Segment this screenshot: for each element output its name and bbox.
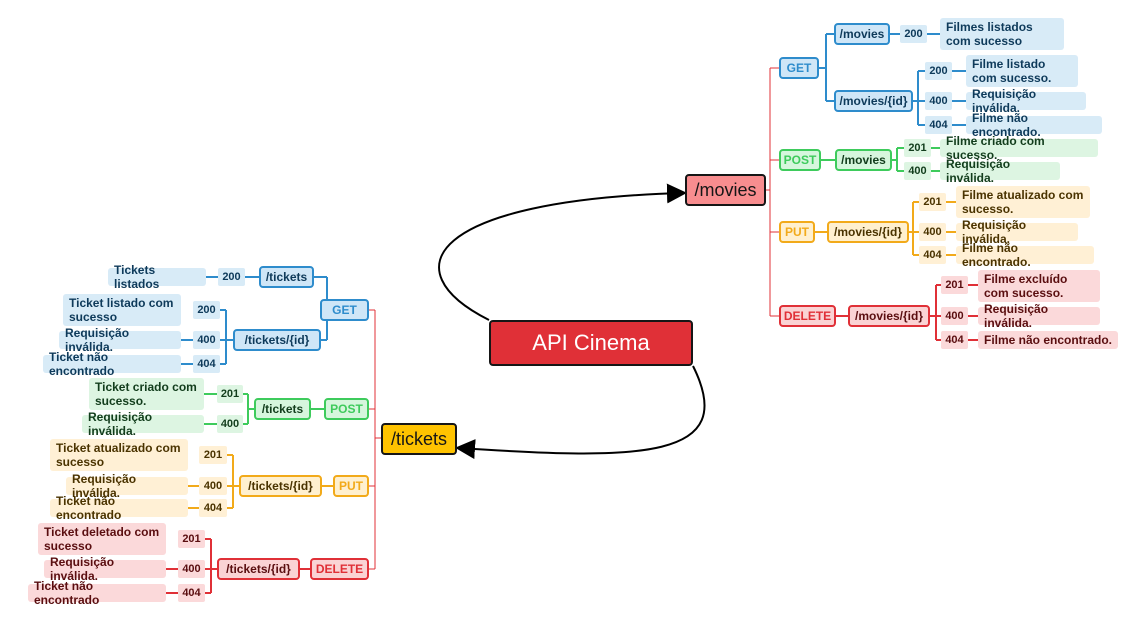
tickets-put-response-404: Ticket não encontrado [50, 494, 188, 522]
movies-put-path[interactable]: /movies/{id} [827, 221, 909, 243]
movies-delete-code-404: 404 [941, 331, 968, 349]
tickets-get-byid-code-404: 404 [193, 355, 220, 373]
root-node-api-cinema[interactable]: API Cinema [489, 320, 693, 366]
tickets-get-list-response: Tickets listados [108, 263, 206, 291]
tickets-post-code-400: 400 [217, 415, 243, 433]
movies-get-byid-response-200: Filme listado com sucesso. [966, 55, 1078, 87]
tickets-put-code-400: 400 [199, 477, 227, 495]
tickets-post-code-201: 201 [217, 385, 243, 403]
tickets-get-list-path[interactable]: /tickets [259, 266, 314, 288]
movies-put-code-400: 400 [919, 223, 946, 241]
movies-delete-response-400: Requisição inválida. [978, 302, 1100, 330]
tickets-delete-method[interactable]: DELETE [310, 558, 369, 580]
tickets-post-response-201: Ticket criado com sucesso. [89, 378, 204, 410]
movies-post-code-400: 400 [904, 162, 931, 180]
tickets-delete-code-201: 201 [178, 530, 205, 548]
movies-delete-method[interactable]: DELETE [779, 305, 836, 327]
tickets-delete-code-404: 404 [178, 584, 205, 602]
movies-get-method[interactable]: GET [779, 57, 819, 79]
movies-delete-path[interactable]: /movies/{id} [848, 305, 930, 327]
tickets-delete-path[interactable]: /tickets/{id} [217, 558, 300, 580]
movies-delete-response-201: Filme excluído com sucesso. [978, 270, 1100, 302]
tickets-put-response-201: Ticket atualizado com sucesso [50, 439, 188, 471]
tickets-get-byid-response-404: Ticket não encontrado [43, 350, 181, 378]
movies-get-list-response: Filmes listados com sucesso [940, 18, 1064, 50]
tickets-put-method[interactable]: PUT [333, 475, 369, 497]
movies-post-code-201: 201 [904, 139, 931, 157]
root-to-movies-arrow [438, 183, 687, 321]
movies-delete-code-201: 201 [941, 276, 968, 294]
tickets-get-byid-path[interactable]: /tickets/{id} [233, 329, 321, 351]
tickets-get-byid-code-400: 400 [193, 331, 220, 349]
root-to-tickets-arrow [455, 365, 706, 460]
movies-post-method[interactable]: POST [779, 149, 821, 171]
movies-get-byid-path[interactable]: /movies/{id} [834, 90, 913, 112]
movies-get-byid-code-404: 404 [925, 116, 952, 134]
tickets-get-list-code-200: 200 [218, 268, 245, 286]
tickets-delete-code-400: 400 [178, 560, 205, 578]
tickets-get-byid-code-200: 200 [193, 301, 220, 319]
tickets-put-code-404: 404 [199, 499, 227, 517]
tickets-post-path[interactable]: /tickets [254, 398, 311, 420]
tickets-post-method[interactable]: POST [324, 398, 369, 420]
tickets-put-response-400: Requisição inválida. [66, 472, 188, 500]
tickets-get-byid-response-400: Requisição inválida. [59, 326, 181, 354]
movies-get-byid-code-200: 200 [925, 62, 952, 80]
movies-delete-code-400: 400 [941, 307, 968, 325]
movies-delete-response-404: Filme não encontrado. [978, 331, 1118, 349]
tickets-put-path[interactable]: /tickets/{id} [239, 475, 322, 497]
tickets-get-byid-response-200: Ticket listado com sucesso [63, 294, 181, 326]
movies-get-list-code-200: 200 [900, 25, 927, 43]
movies-post-path[interactable]: /movies [835, 149, 892, 171]
movies-get-byid-response-404: Filme não encontrado. [966, 111, 1102, 139]
tickets-branch-node[interactable]: /tickets [381, 423, 457, 455]
movies-branch-node[interactable]: /movies [685, 174, 766, 206]
tickets-get-method[interactable]: GET [320, 299, 369, 321]
tickets-put-code-201: 201 [199, 446, 227, 464]
movies-put-response-404: Filme não encontrado. [956, 241, 1094, 269]
movies-post-response-400: Requisição inválida. [940, 157, 1060, 185]
tickets-delete-response-201: Ticket deletado com sucesso [38, 523, 166, 555]
movies-put-method[interactable]: PUT [779, 221, 815, 243]
movies-get-byid-code-400: 400 [925, 92, 952, 110]
movies-post-response-201: Filme criado com sucesso. [940, 134, 1098, 162]
tickets-delete-response-400: Requisição inválida. [44, 555, 166, 583]
movies-get-list-path[interactable]: /movies [834, 23, 890, 45]
movies-put-response-400: Requisição inválida. [956, 218, 1078, 246]
movies-put-response-201: Filme atualizado com sucesso. [956, 186, 1090, 218]
tickets-delete-response-404: Ticket não encontrado [28, 579, 166, 607]
movies-put-code-201: 201 [919, 193, 946, 211]
tickets-post-response-400: Requisição inválida. [82, 410, 204, 438]
movies-get-byid-response-400: Requisição inválida. [966, 87, 1086, 115]
movies-put-code-404: 404 [919, 246, 946, 264]
